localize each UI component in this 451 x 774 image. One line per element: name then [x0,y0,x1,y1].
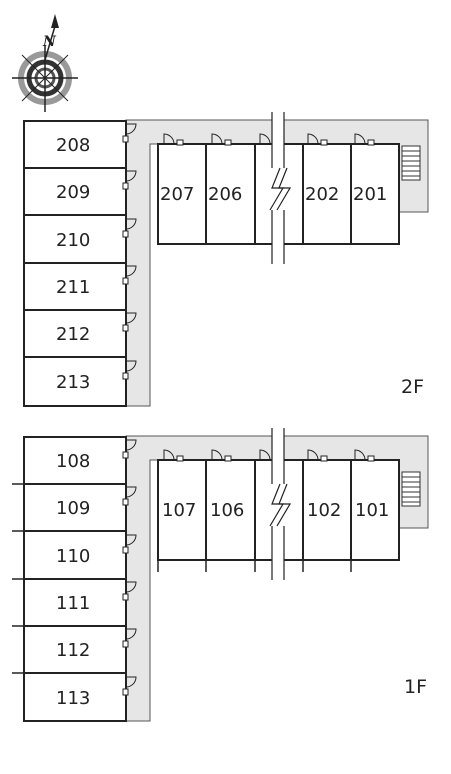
unit-number: 107 [162,500,196,521]
door-icon [122,439,137,696]
wall-stub [12,483,24,674]
unit-number: 102 [307,500,341,521]
floor-2f: 208 209 210 211 212 213 207 206 202 201 [23,112,429,407]
unit-number: 213 [56,372,90,393]
unit: 208 [23,120,127,169]
floor-label: 1F [404,676,427,698]
floor-1f: 108 109 110 111 112 113 107 106 [12,428,429,722]
unit-number: 206 [208,184,242,205]
unit [350,459,400,561]
unit: 212 [23,309,127,358]
unit-number: 112 [56,640,90,661]
unit: 211 [23,262,127,311]
unit: 210 [23,214,127,264]
unit: 112 [23,625,127,674]
unit-number: 111 [56,593,90,614]
unit-number: 210 [56,230,90,251]
unit-number: 113 [56,688,90,709]
north-label: N [42,34,57,50]
unit-number: 109 [56,498,90,519]
unit-number: 207 [160,184,194,205]
stair-icon [401,471,421,507]
unit: 209 [23,167,127,216]
compass-rose-icon: N [12,14,78,112]
unit-number: 108 [56,451,90,472]
unit-number: 202 [305,184,339,205]
stair-icon [401,145,421,181]
unit-number: 212 [56,324,90,345]
unit [157,459,207,561]
unit-number: 211 [56,277,90,298]
door-icon [163,133,375,146]
unit-number: 209 [56,182,90,203]
unit-number: 106 [210,500,244,521]
unit-number: 201 [353,184,387,205]
floor-label: 2F [401,376,424,398]
unit: 213 [23,356,127,407]
unit: 109 [23,483,127,532]
door-icon [122,123,137,380]
wall-stub [157,560,352,572]
unit: 111 [23,578,127,627]
unit: 113 [23,672,127,722]
unit [350,143,400,245]
break-line [262,112,292,264]
unit-number: 110 [56,546,90,567]
unit: 110 [23,530,127,580]
break-line [262,428,292,580]
unit: 108 [23,436,127,485]
unit-number: 101 [355,500,389,521]
unit-number: 208 [56,135,90,156]
door-icon [163,449,375,462]
